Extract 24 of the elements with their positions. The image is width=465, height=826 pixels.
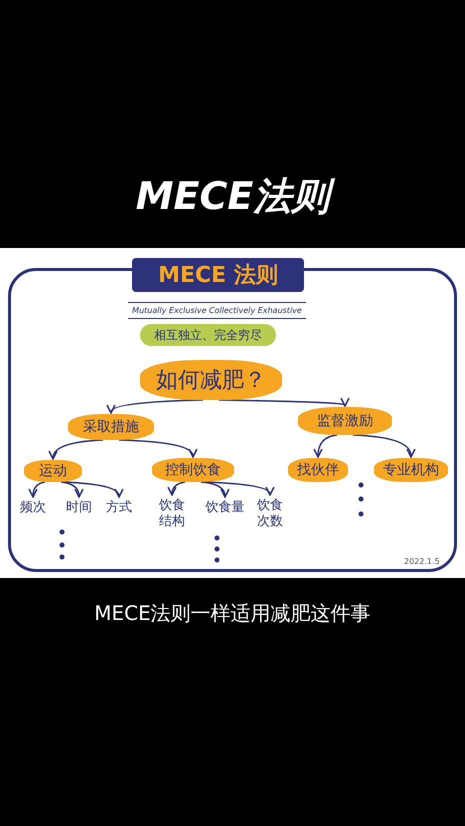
highlight-blob: 相互独立、完全穷尽	[140, 324, 276, 346]
arrow	[28, 481, 46, 498]
date-text: 2022.1.5	[404, 556, 440, 568]
item-text: 饮食量	[200, 498, 250, 518]
arrow	[352, 434, 415, 458]
arrow	[118, 439, 196, 458]
item-text: 时间	[60, 498, 98, 518]
item-text: 方式	[102, 498, 136, 518]
arrow	[218, 397, 347, 406]
item-text: 频次	[14, 498, 52, 518]
caption: MECE法则一样适用减肥这件事	[93, 600, 372, 627]
arrow	[49, 439, 104, 460]
item-text: 饮食结构	[154, 496, 190, 532]
title: MECE法则	[0, 168, 465, 225]
arrow	[200, 481, 273, 496]
subtitle-strip: Mutually Exclusive Collectively Exhaustive	[128, 302, 306, 319]
arrow	[200, 481, 230, 498]
arrow	[314, 434, 338, 458]
item-text: 饮食次数	[252, 496, 288, 532]
title-banner: MECE 法则	[132, 258, 304, 292]
arrow	[109, 399, 204, 414]
arrow	[168, 481, 186, 496]
arrow	[60, 481, 122, 498]
arrow	[60, 481, 84, 498]
